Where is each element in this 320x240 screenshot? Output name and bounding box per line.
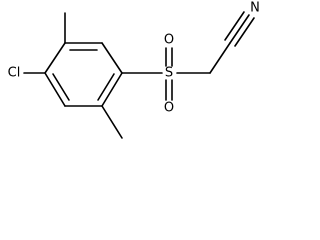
- molecule-diagram: Cl S O O N: [8, 1, 260, 139]
- ring-double-bond-inner-left: [52, 73, 70, 101]
- nitrile-triple-bond: [224, 11, 255, 47]
- sulfonyl-top-double-bond: [165, 47, 173, 67]
- ring-bond-c5-c6: [101, 42, 123, 74]
- ring-double-bond-inner-right: [97, 73, 115, 101]
- sulfonyl-bottom-double-bond: [165, 79, 173, 101]
- chlorine-label: Cl: [8, 66, 21, 81]
- nitrogen-label: N: [250, 1, 260, 16]
- sulfur-label: S: [165, 66, 173, 81]
- ring-bond-c4-c5: [101, 72, 123, 107]
- methyl-bond-bottom: [101, 105, 123, 139]
- ring-bond-c1-c2: [44, 42, 66, 74]
- oxygen-top-label: O: [164, 33, 174, 48]
- ring-bond-c2-c3: [44, 72, 66, 107]
- benzene-ring: [44, 42, 123, 107]
- methylene-nitrile-bond: [209, 42, 231, 74]
- oxygen-bottom-label: O: [164, 101, 174, 116]
